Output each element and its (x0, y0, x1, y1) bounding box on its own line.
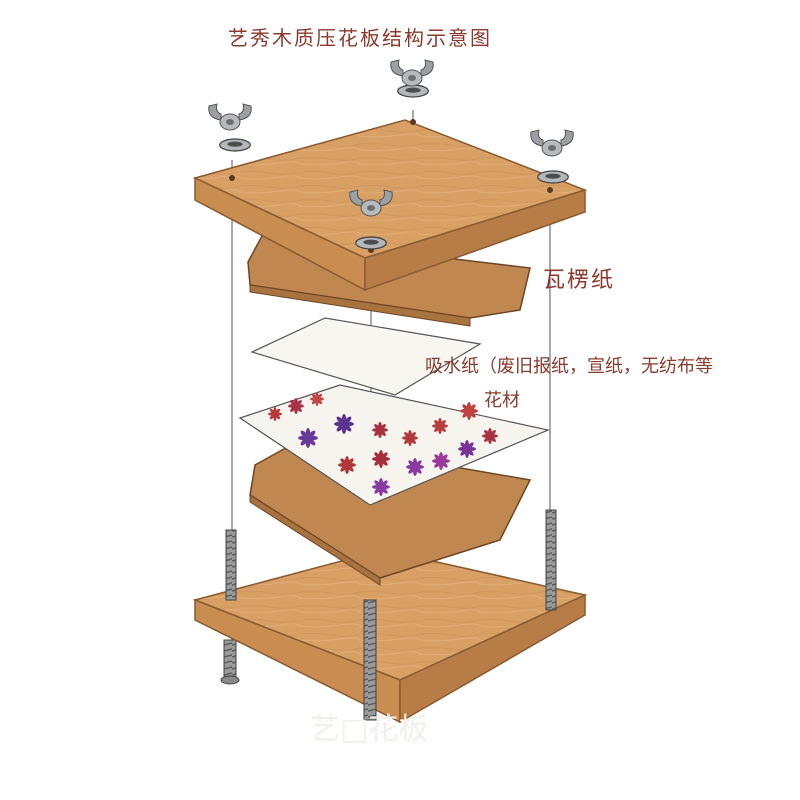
bottom-cardboard (249, 439, 532, 586)
absorbent-paper (250, 317, 482, 396)
flowers-label: 花材 (484, 390, 520, 411)
bolt-lower-left (220, 639, 240, 685)
absorbent-paper-label: 吸水纸（废旧报纸，宣纸，无纺布等 (425, 356, 713, 377)
diagram-title: 艺秀木质压花板结构示意图 (228, 26, 492, 50)
watermark: 艺□花板 (310, 712, 429, 747)
bolt-right (545, 509, 557, 611)
cardboard-label: 瓦楞纸 (543, 268, 616, 293)
bolt-left (225, 529, 237, 601)
top-board (192, 119, 588, 292)
bottom-board (192, 549, 588, 724)
bolt-front (363, 599, 377, 721)
